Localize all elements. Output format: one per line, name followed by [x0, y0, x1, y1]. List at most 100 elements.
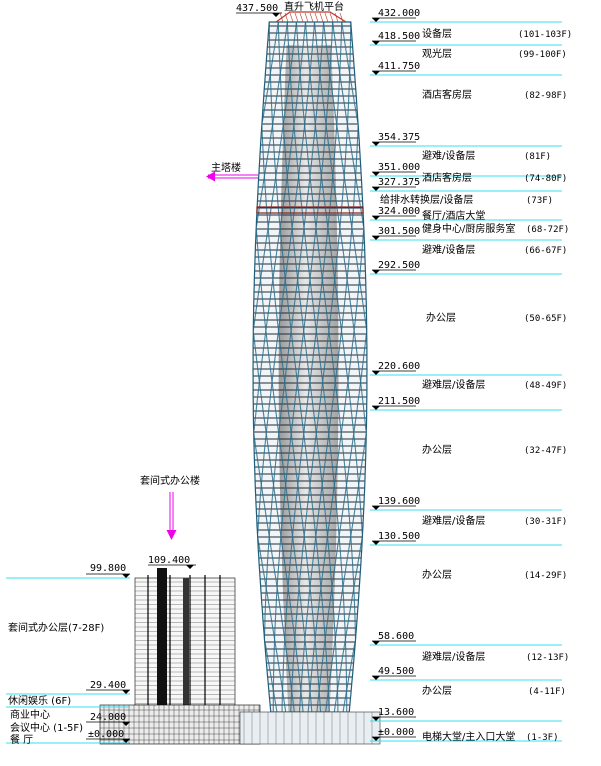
elevation-marker-icon [372, 371, 380, 375]
level-elevation: ±0.000 [378, 727, 414, 738]
zone-floors: (14-29F) [524, 571, 567, 581]
level-elevation: 418.500 [378, 31, 420, 42]
elevation-marker-icon [272, 13, 280, 17]
level-elevation: 13.600 [378, 707, 414, 718]
annex-arrow-icon [166, 492, 177, 540]
zone-floors: (50-65F) [524, 314, 567, 324]
level-elevation: 354.375 [378, 132, 420, 143]
level-elevation: 58.600 [378, 631, 414, 642]
zone-floors: (1-3F) [526, 733, 559, 743]
level-elevation: 139.600 [378, 496, 420, 507]
zone-floors: (73F) [526, 196, 553, 206]
annex-conference-center: 会议中心 (1-5F) [10, 721, 83, 734]
elevation-marker-icon [372, 18, 380, 22]
level-elevation: 327.375 [378, 177, 420, 188]
level-elevation: 130.500 [378, 531, 420, 542]
zone-floors: (99-100F) [518, 50, 567, 60]
zone-name: 避难层/设备层 [422, 514, 485, 527]
annex-level-29-400: 29.400 [90, 680, 126, 691]
tower-diagrid [252, 21, 368, 743]
diagrid-member [253, 21, 307, 431]
annex-label: 套间式办公楼 [140, 474, 200, 487]
level-437-500: 437.500 [236, 3, 278, 14]
diagrid-member [261, 21, 279, 123]
tower-podium [239, 711, 381, 745]
elevation-marker-icon [372, 216, 380, 220]
zone-name: 办公层 [422, 568, 452, 581]
zone-labels: 设备层 (101-103F) 观光层 (99-100F) 酒店客房层 (82-98F) 避难… [380, 27, 572, 743]
annex-level-markers: 99.800 109.400 29.400 24.000 ±0.000 套间式办… [6, 555, 196, 746]
elevation-marker-icon [372, 41, 380, 45]
level-elevation: 324.000 [378, 206, 420, 217]
main-tower [239, 11, 381, 745]
diagrid-member [329, 537, 363, 743]
zone-floors: (68-72F) [526, 225, 569, 235]
zone-floors: (101-103F) [518, 30, 572, 40]
zone-name: 办公层 [422, 443, 452, 456]
level-elevation: 351.000 [378, 162, 420, 173]
annex-shaft [157, 568, 167, 705]
level-elevation: 432.000 [378, 8, 420, 19]
zone-floors: (30-31F) [524, 517, 567, 527]
elevation-marker-icon [372, 406, 380, 410]
annex-level-0-000: ±0.000 [88, 729, 124, 740]
level-elevation: 411.750 [378, 61, 420, 72]
zone-name: 办公层 [422, 684, 452, 697]
level-elevation: 49.500 [378, 666, 414, 677]
diagrid-member [257, 21, 316, 535]
heliport-label: 直升飞机平台 [284, 0, 344, 13]
elevation-marker-icon [372, 737, 380, 741]
zone-floors: (74-80F) [524, 174, 567, 184]
zone-floors: (66-67F) [524, 246, 567, 256]
zone-floors: (4-11F) [528, 687, 566, 697]
elevation-marker-icon [372, 270, 380, 274]
transfer-truss [256, 206, 364, 214]
zone-name: 避难/设备层 [422, 149, 475, 162]
zone-name: 避难层/设备层 [422, 378, 485, 391]
diagrid-member [255, 21, 288, 227]
diagrid-member [252, 21, 297, 331]
elevation-marker-icon [372, 676, 380, 680]
annex-commerce-center: 商业中心 [10, 708, 50, 721]
tower-floor-lines [253, 25, 367, 741]
zone-name: 酒店客房层 [422, 171, 472, 184]
annex-level-99-800: 99.800 [90, 563, 126, 574]
zone-name: 观光层 [422, 47, 452, 60]
main-tower-label: 主塔楼 [211, 161, 241, 174]
main-tower-arrow-icon [206, 171, 258, 182]
diagrid-member [297, 125, 359, 743]
level-markers: 432.000 418.500 411.750 354.375 351.000 327.3… [370, 8, 562, 742]
annex-level-109-400: 109.400 [148, 555, 190, 566]
diagrid-member [305, 229, 365, 743]
zone-name: 电梯大堂/主入口大堂 [422, 730, 515, 743]
elevation-marker-icon [372, 142, 380, 146]
elevation-marker-icon [372, 172, 380, 176]
level-elevation: 211.500 [378, 396, 420, 407]
zone-floors: (32-47F) [524, 446, 567, 456]
elevation-marker-icon [372, 641, 380, 645]
annex-level-24-000: 24.000 [90, 712, 126, 723]
annex-office-building [99, 568, 261, 745]
zone-name: 避难/设备层 [422, 243, 475, 256]
zone-floors: (82-98F) [524, 91, 567, 101]
zone-name: 健身中心/厨房服务室 [422, 222, 515, 235]
elevation-marker-icon [372, 717, 380, 721]
zone-name: 办公层 [426, 311, 456, 324]
level-elevation: 301.500 [378, 226, 420, 237]
heliport-crown [239, 11, 381, 745]
zone-name: 给排水转换层/设备层 [380, 193, 473, 206]
level-elevation: 292.500 [378, 260, 420, 271]
annex-dining: 餐 厅 [10, 733, 33, 746]
zone-floors: (12-13F) [526, 653, 569, 663]
heliport-structure [275, 11, 347, 23]
elevation-marker-icon [372, 506, 380, 510]
diagrid-member [281, 21, 343, 742]
zone-name: 餐厅/酒店大堂 [422, 209, 485, 222]
elevation-marker-icon [372, 187, 380, 191]
diagrid-member [263, 21, 325, 639]
zone-name: 设备层 [422, 27, 452, 40]
zone-floors: (48-49F) [524, 381, 567, 391]
diagrid-member [289, 21, 352, 743]
elevation-marker-icon [372, 71, 380, 75]
diagrid-member [272, 21, 334, 743]
